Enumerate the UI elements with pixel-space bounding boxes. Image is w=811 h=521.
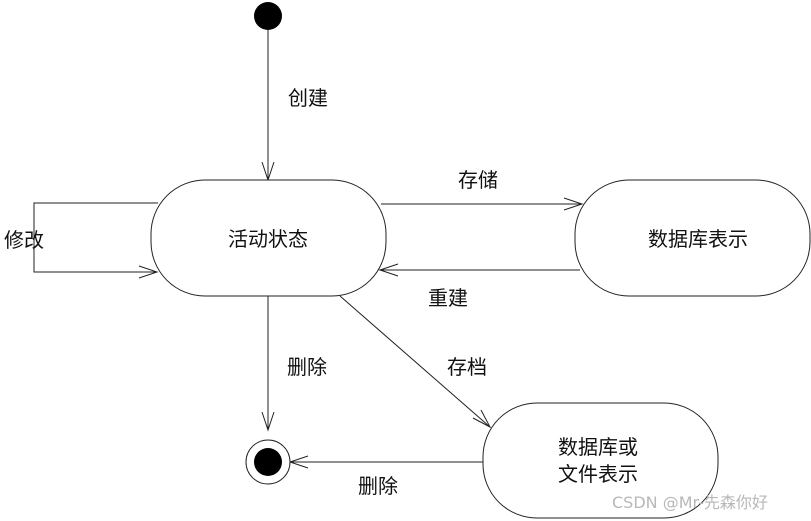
archive-state-label-line1: 数据库或 — [558, 435, 638, 459]
modify-transition-arrowhead — [138, 265, 159, 279]
initial-state-node — [254, 2, 282, 30]
modify-transition-label: 修改 — [4, 228, 44, 252]
archive-transition-label: 存档 — [447, 355, 487, 379]
delete-transition-label: 删除 — [287, 355, 327, 379]
rebuild-transition-arrowhead — [378, 263, 399, 277]
database-state-node — [574, 179, 811, 297]
final-state-node — [254, 448, 282, 476]
archive-transition-arrowhead — [472, 409, 492, 429]
store-transition-arrowhead — [563, 197, 584, 211]
rebuild-transition-label: 重建 — [428, 286, 468, 310]
delete-transition-arrowhead — [261, 411, 275, 432]
create-transition-label: 创建 — [288, 86, 328, 110]
watermark-text: CSDN @Mr-先森你好 — [612, 493, 768, 512]
archive-state-node — [482, 402, 719, 519]
modify-transition-line — [33, 202, 158, 273]
database-state-label: 数据库表示 — [648, 227, 748, 251]
store-transition-label: 存储 — [458, 168, 498, 192]
delete-from-archive-transition-label: 删除 — [358, 474, 398, 498]
archive-transition-line — [339, 295, 491, 428]
active-state-label: 活动状态 — [228, 227, 308, 251]
archive-state-label-line2: 文件表示 — [558, 462, 638, 486]
